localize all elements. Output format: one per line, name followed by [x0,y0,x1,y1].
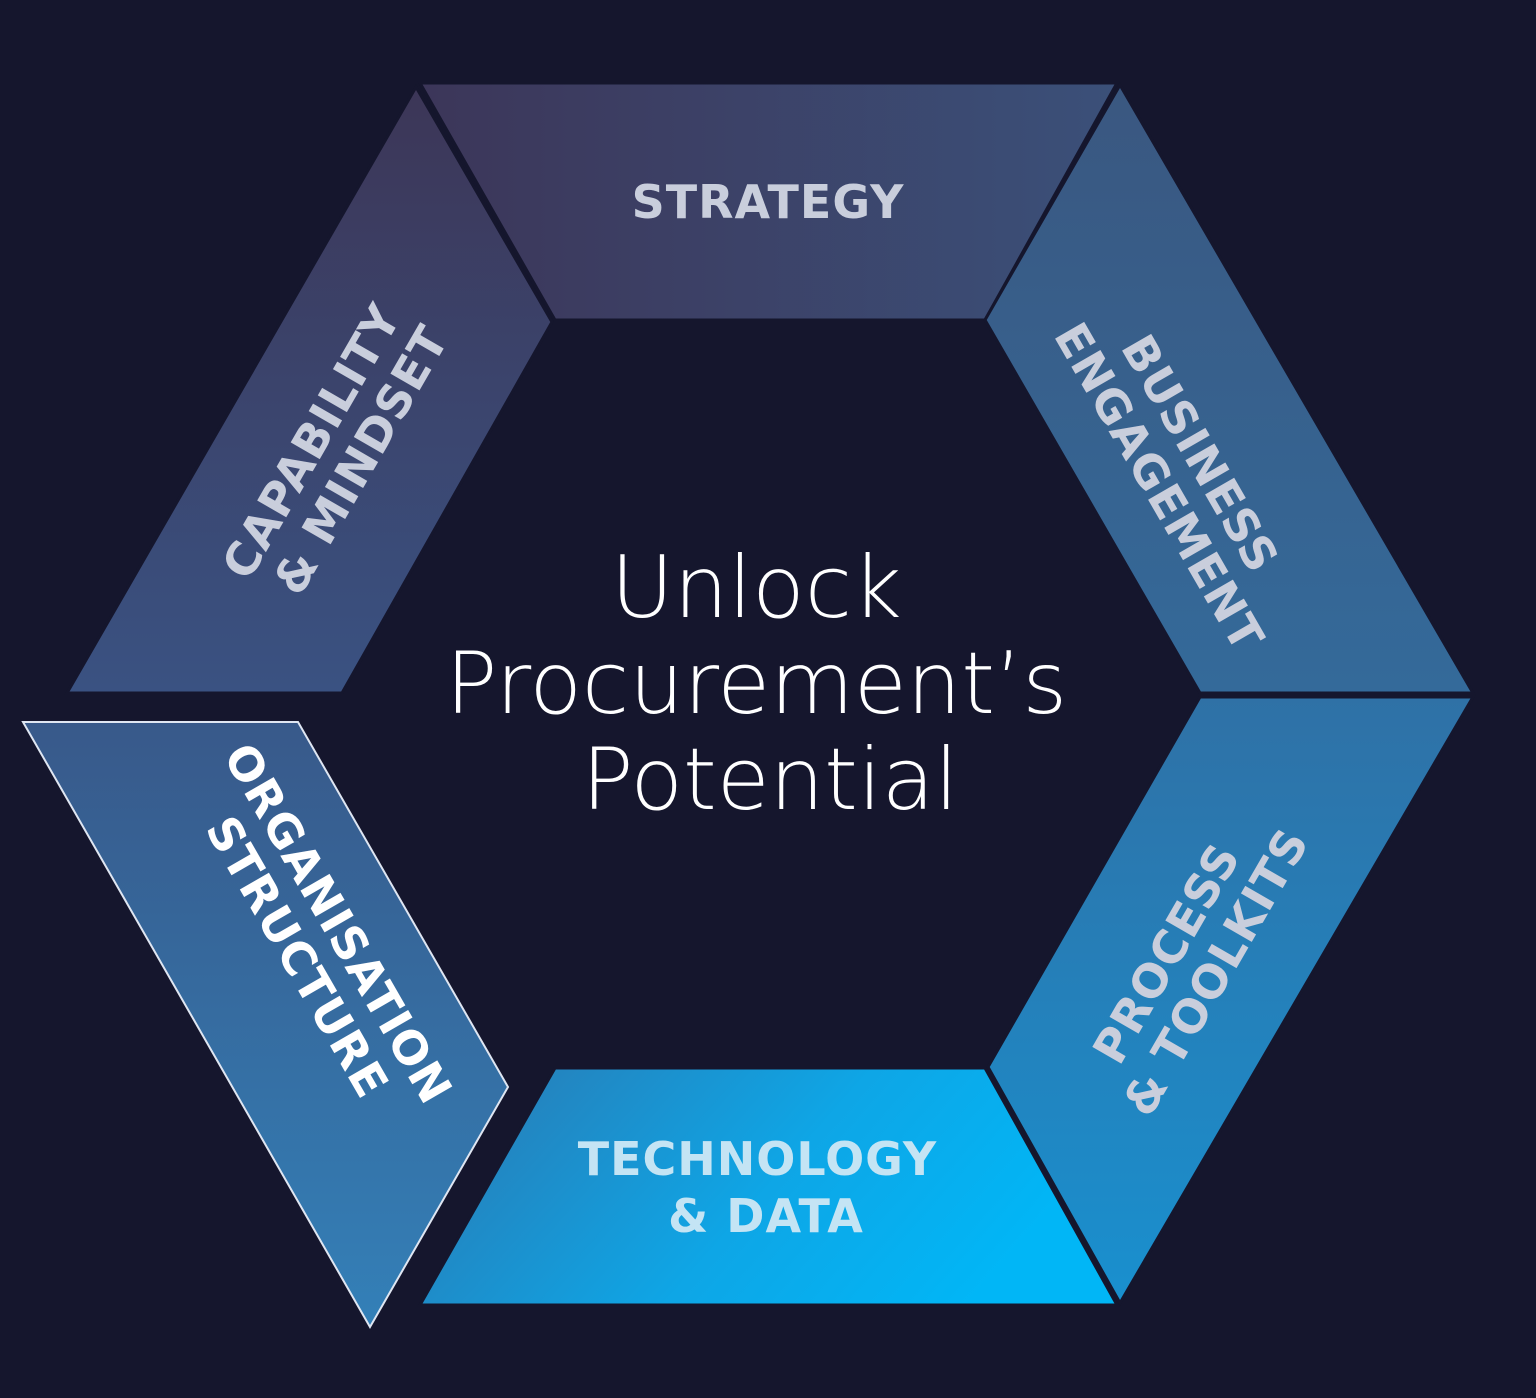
segment-strategy-label: STRATEGY [632,175,905,229]
segment-technology-data-shape [417,1066,1120,1307]
segment-technology-data-label: TECHNOLOGY & DATA [578,1132,955,1243]
segment-process-toolkits-shape [986,695,1476,1307]
segment-capability-mindset[interactable]: CAPABILITY & MINDSET [64,83,554,695]
segment-capability-mindset-shape [64,83,554,695]
segment-business-engagement[interactable]: BUSINESS ENGAGEMENT [983,82,1476,695]
segment-organisation-structure[interactable]: ORGANISATION STRUCTURE [21,721,510,1330]
segment-organisation-structure-shape [21,721,510,1330]
segment-business-engagement-shape [983,82,1476,695]
segment-technology-data[interactable]: TECHNOLOGY & DATA [417,1066,1120,1307]
center-title: Unlock Procurement’s Potential [446,538,1095,830]
